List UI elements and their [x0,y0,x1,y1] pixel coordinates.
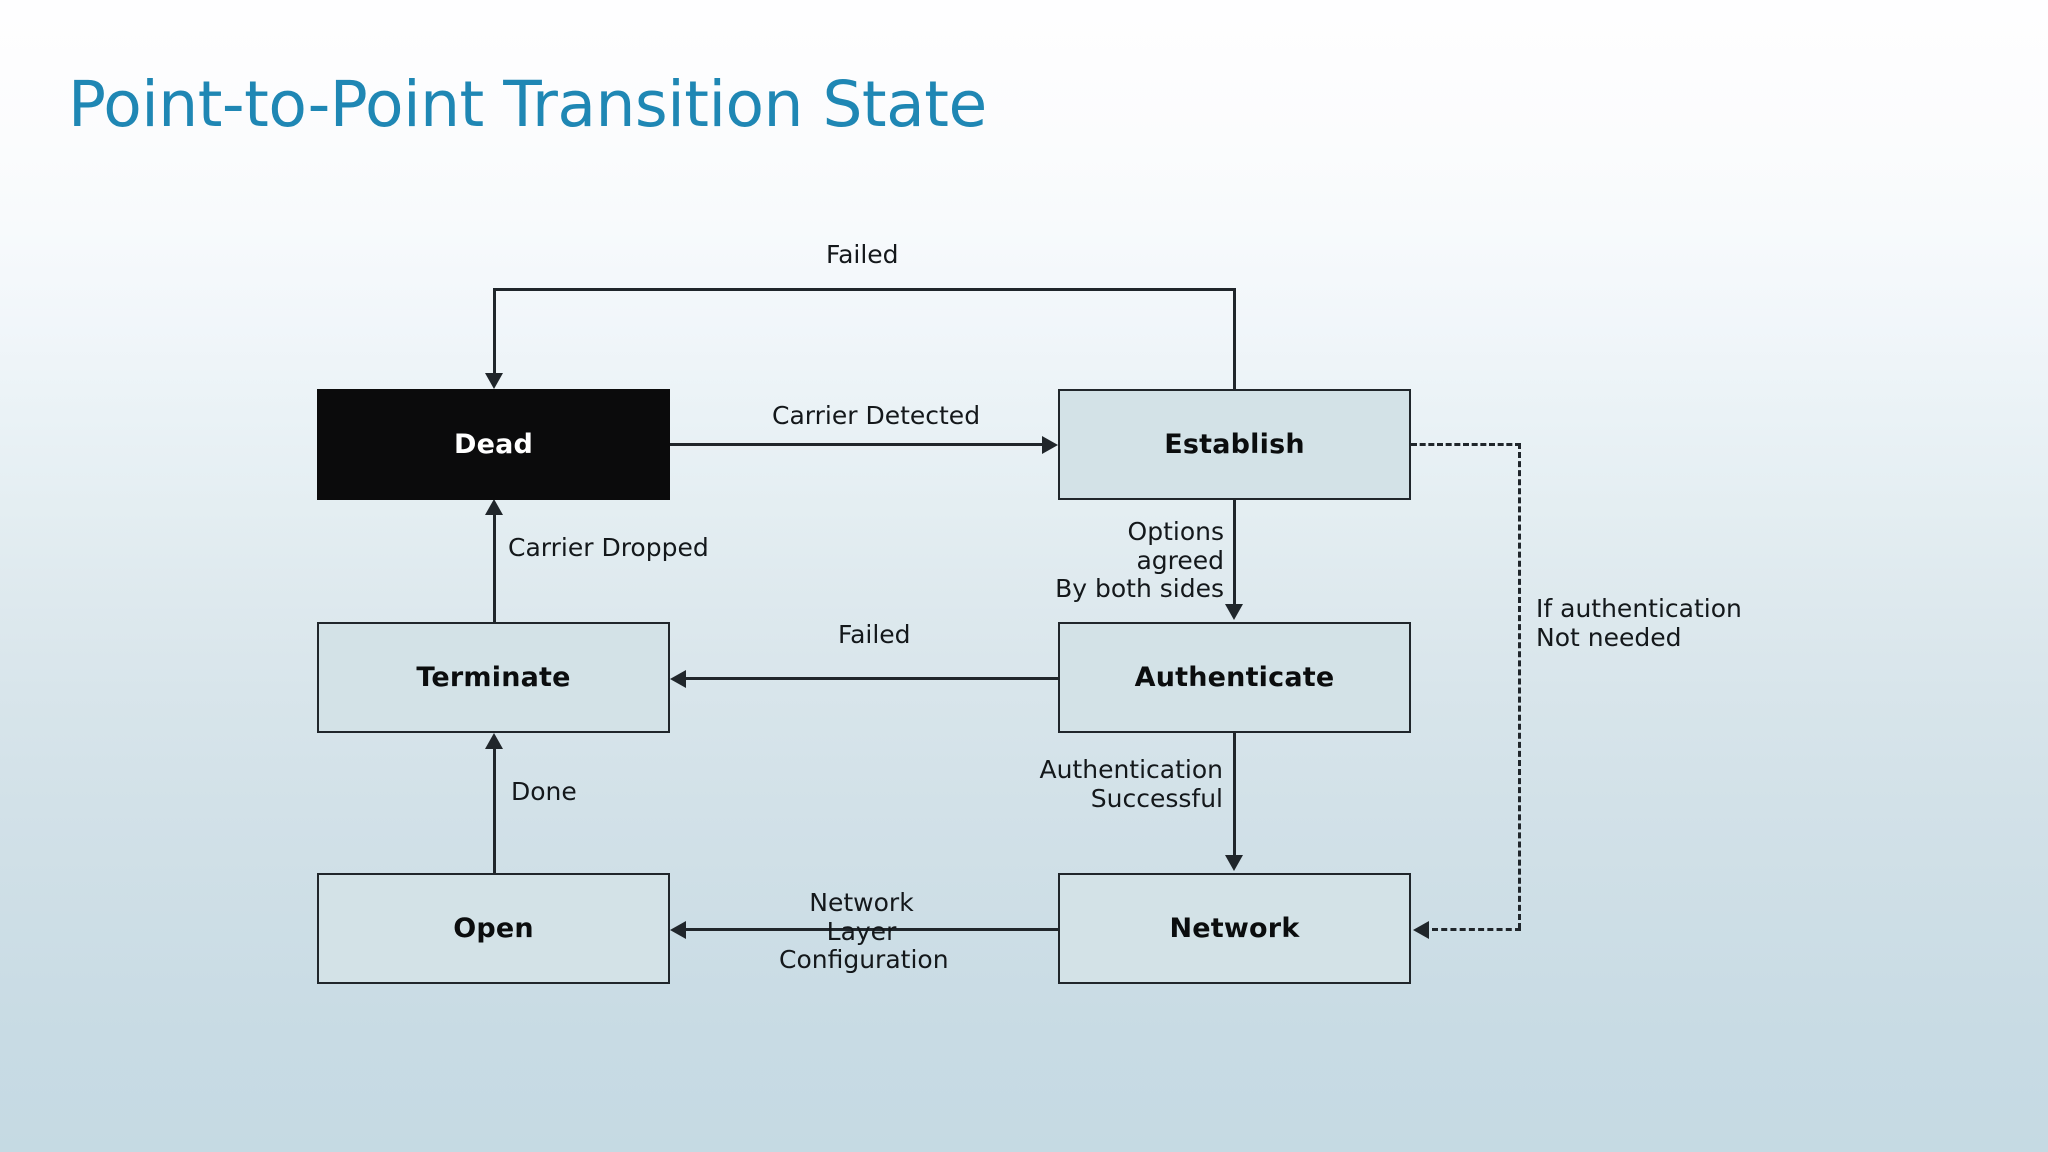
edge-establish-network-segment-left [1432,928,1521,931]
edge-label-establish-network: If authentication Not needed [1536,594,1742,652]
edge-label-terminate-dead: Carrier Dropped [508,533,709,562]
edge-network-open-arrowhead [670,921,686,939]
edge-network-open-line [686,928,1058,931]
state-node-open-label: Open [453,913,534,944]
edge-establish-network-segment-right [1411,443,1521,446]
edge-open-terminate-line [493,748,496,873]
edge-establish-network-segment-down [1518,443,1521,929]
state-node-dead-label: Dead [453,429,534,460]
edge-auth-terminate-arrowhead [670,670,686,688]
state-node-terminate-label: Terminate [416,662,571,693]
edge-establish-dead-segment-across [493,288,1236,291]
edge-establish-dead-segment-up [1233,288,1236,391]
state-node-dead[interactable]: Dead [317,389,670,500]
edge-establish-auth-arrowhead [1225,604,1243,620]
state-node-establish[interactable]: Establish [1058,389,1411,500]
edge-dead-establish-arrowhead [1042,436,1058,454]
edge-label-dead-establish: Carrier Detected [772,401,981,430]
edge-label-establish-dead: Failed [826,240,899,269]
edge-label-network-open: Network Layer Configuration [779,888,949,974]
edge-terminate-dead-line [493,515,496,622]
edge-open-terminate-arrowhead [485,733,503,749]
state-node-authenticate[interactable]: Authenticate [1058,622,1411,733]
state-node-terminate[interactable]: Terminate [317,622,670,733]
edge-establish-dead-segment-down [493,288,496,374]
edge-label-auth-network: Authentication Successful [1039,755,1223,813]
state-node-network[interactable]: Network [1058,873,1411,984]
edge-terminate-dead-arrowhead [485,499,503,515]
edge-auth-network-arrowhead [1225,855,1243,871]
edge-establish-auth-line [1233,500,1236,605]
edge-label-establish-auth: Options agreed By both sides [1055,517,1224,603]
edge-establish-network-arrowhead [1413,921,1429,939]
edge-auth-network-line [1233,733,1236,856]
state-node-establish-label: Establish [1164,429,1305,460]
edge-label-auth-terminate: Failed [838,620,911,649]
edge-establish-dead-arrowhead [485,373,503,389]
edge-dead-establish-line [670,443,1042,446]
edge-auth-terminate-line [686,677,1058,680]
edge-label-open-terminate: Done [511,777,577,806]
state-node-network-label: Network [1169,913,1300,944]
state-node-authenticate-label: Authenticate [1134,662,1335,693]
page-title: Point-to-Point Transition State [68,68,987,141]
state-node-open[interactable]: Open [317,873,670,984]
